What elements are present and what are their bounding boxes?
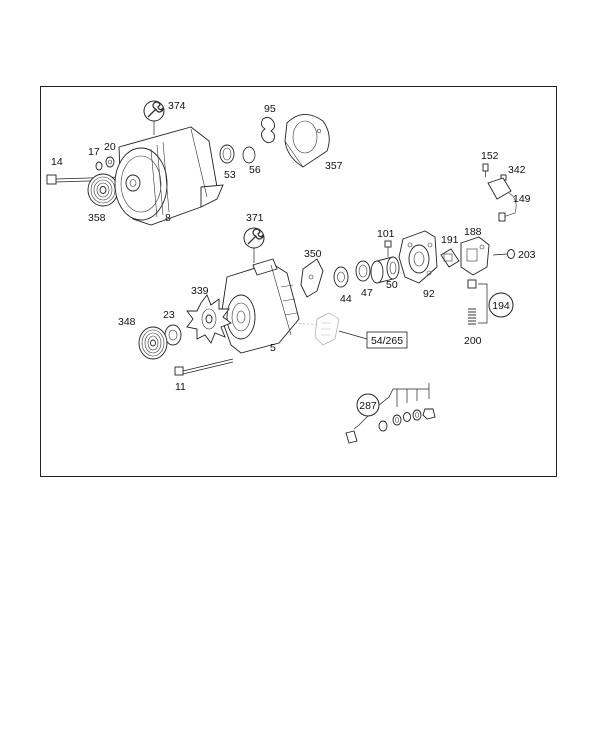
label-14: 14 xyxy=(51,156,63,168)
label-5: 5 xyxy=(270,342,276,354)
label-23: 23 xyxy=(163,309,175,321)
fastener-set-287 xyxy=(345,383,436,444)
diagram-frame: 14 17 20 358 8 374 95 53 56 357 152 342 … xyxy=(40,86,557,477)
label-371: 371 xyxy=(246,212,264,224)
label-194: 194 xyxy=(492,300,510,312)
label-11: 11 xyxy=(175,381,186,393)
label-191: 191 xyxy=(441,234,459,246)
clip-95 xyxy=(260,116,276,144)
label-56: 56 xyxy=(249,164,261,176)
label-342: 342 xyxy=(508,164,526,176)
sleeve-50 xyxy=(370,256,400,284)
rectifier-92 xyxy=(398,230,438,284)
label-287: 287 xyxy=(359,400,377,412)
label-8: 8 xyxy=(165,212,171,224)
label-17: 17 xyxy=(88,146,100,158)
washer-17 xyxy=(95,161,103,171)
label-44: 44 xyxy=(340,293,352,305)
alternator-5 xyxy=(220,258,300,354)
label-47: 47 xyxy=(361,287,373,299)
alternator-housing-8 xyxy=(114,126,224,226)
bearing-44 xyxy=(333,266,349,288)
pulley-358 xyxy=(87,173,119,207)
label-203: 203 xyxy=(518,249,536,261)
bolt-11 xyxy=(174,358,234,376)
reference-box-54-265: 54/265 xyxy=(366,331,408,349)
bearing-23 xyxy=(164,324,182,346)
wrench-icon xyxy=(247,228,264,245)
ring-53 xyxy=(219,144,235,164)
label-101: 101 xyxy=(377,228,395,240)
service-marker-374 xyxy=(143,100,165,135)
brush-holder-188 xyxy=(460,236,490,276)
label-339: 339 xyxy=(191,285,209,297)
service-marker-371 xyxy=(243,227,265,263)
label-50: 50 xyxy=(386,279,398,291)
screw-152 xyxy=(482,163,489,177)
nut-20 xyxy=(105,156,115,168)
brush-kit-194 xyxy=(467,279,514,325)
label-20: 20 xyxy=(104,141,116,153)
label-188: 188 xyxy=(464,226,482,238)
part-191 xyxy=(440,248,460,268)
cover-357 xyxy=(284,114,330,168)
label-92: 92 xyxy=(423,288,435,300)
screw-101 xyxy=(384,240,392,257)
label-53: 53 xyxy=(224,169,236,181)
wrench-icon xyxy=(147,101,164,118)
bracket-350 xyxy=(300,258,324,298)
label-200: 200 xyxy=(464,335,482,347)
ring-47 xyxy=(355,260,371,282)
label-54-265: 54/265 xyxy=(371,335,403,347)
fan-339 xyxy=(186,294,232,344)
screw-203 xyxy=(492,249,515,259)
label-95: 95 xyxy=(264,103,276,115)
label-358: 358 xyxy=(88,212,106,224)
ghost-assembly-54-265 xyxy=(294,312,368,346)
alternator-exploded-diagram: 14 17 20 358 8 374 95 53 56 357 152 342 … xyxy=(46,100,536,444)
label-152: 152 xyxy=(481,150,499,162)
label-350: 350 xyxy=(304,248,322,260)
label-348: 348 xyxy=(118,316,136,328)
label-374: 374 xyxy=(168,100,186,112)
label-357: 357 xyxy=(325,160,343,172)
pulley-348 xyxy=(138,326,168,360)
label-149: 149 xyxy=(513,193,531,205)
regulator-149 xyxy=(487,177,517,222)
oring-56 xyxy=(242,146,256,164)
